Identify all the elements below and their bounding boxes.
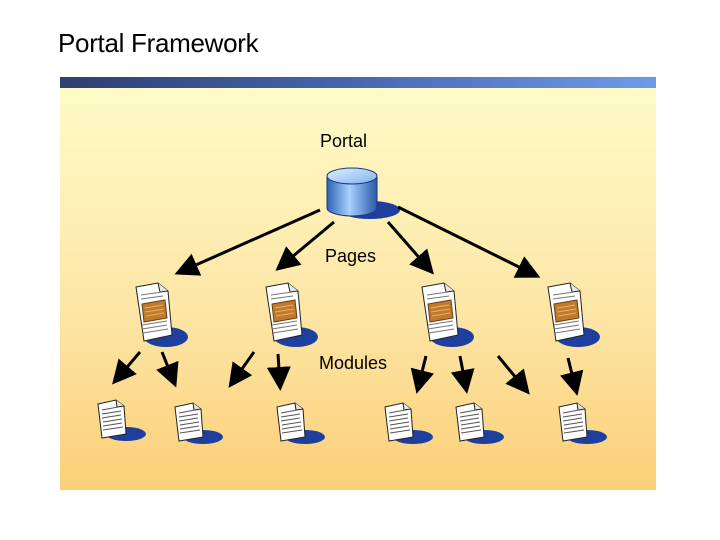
pages-to-modules-arrows — [112, 351, 584, 396]
module-document-icon-3 — [276, 402, 326, 445]
module-document-icon-5 — [455, 402, 505, 445]
page-document-icon-3 — [421, 282, 475, 348]
arrow-page-module-1 — [112, 351, 142, 385]
page-document-icon-2 — [265, 282, 319, 348]
modules-label: Modules — [319, 353, 388, 373]
arrow-page-module-4 — [266, 353, 291, 391]
arrow-portal-page-4 — [397, 205, 541, 278]
slide-title: Portal Framework — [58, 28, 259, 58]
module-document-icon-2 — [174, 402, 224, 445]
page-document-icon-4 — [547, 282, 601, 348]
portal-to-pages-arrows — [174, 205, 541, 278]
arrow-page-module-6 — [450, 355, 475, 394]
arrow-portal-page-1 — [174, 208, 321, 276]
arrow-portal-page-3 — [386, 221, 434, 275]
pages-label: Pages — [325, 246, 377, 266]
module-document-icon-1 — [97, 399, 147, 442]
arrow-page-module-7 — [496, 355, 530, 395]
database-cylinder-icon — [326, 167, 400, 219]
arrow-page-module-5 — [410, 355, 435, 394]
arrow-page-module-2 — [156, 351, 179, 388]
module-document-icon-6 — [558, 402, 608, 445]
page-document-icon-1 — [135, 282, 189, 348]
portal-label: Portal — [320, 131, 368, 151]
title-underline-bar — [60, 77, 656, 88]
module-document-icon-4 — [384, 402, 434, 445]
arrow-page-module-3 — [228, 351, 256, 388]
arrow-portal-page-2 — [275, 220, 335, 271]
arrow-page-module-8 — [559, 357, 584, 396]
